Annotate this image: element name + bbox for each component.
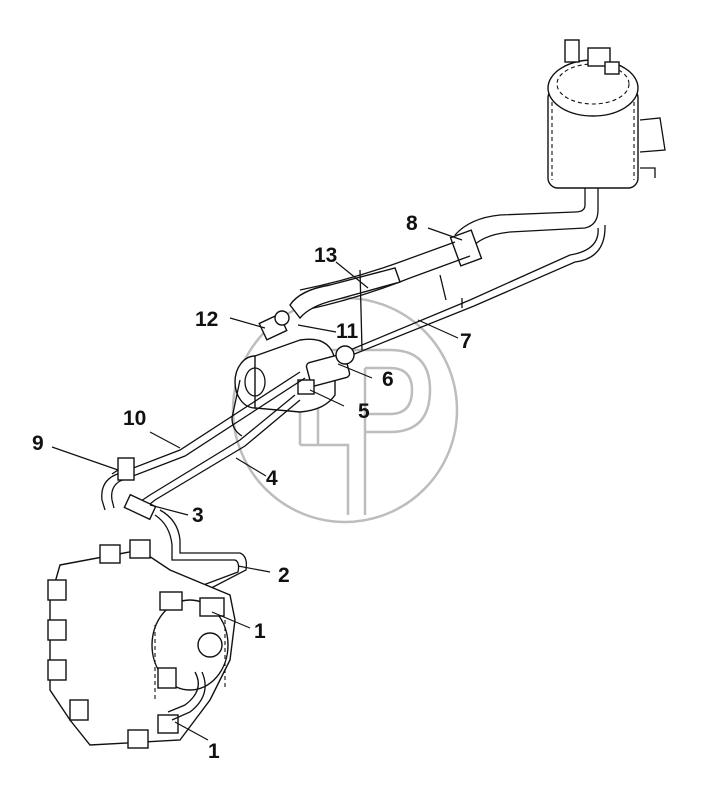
- callout-9: 9: [32, 432, 44, 455]
- callout-3: 3: [192, 504, 204, 527]
- callout-13: 13: [314, 244, 337, 267]
- callout-1-lower: 1: [208, 740, 220, 763]
- line-7: [349, 224, 606, 356]
- fitting-3: [123, 493, 157, 521]
- line-2: [154, 509, 248, 599]
- oil-reservoir-tank: [547, 39, 666, 189]
- fitting-12: [258, 310, 290, 341]
- callout-10: 10: [123, 407, 146, 430]
- callout-5: 5: [358, 400, 370, 423]
- callout-4: 4: [266, 467, 278, 490]
- callout-2: 2: [278, 564, 290, 587]
- leader-lines: [51, 227, 463, 741]
- callout-12: 12: [195, 308, 218, 331]
- steering-gear-box: [47, 539, 236, 749]
- callout-8: 8: [406, 212, 418, 235]
- callout-6: 6: [382, 368, 394, 391]
- callout-7: 7: [460, 330, 472, 353]
- hose-13: [289, 267, 401, 351]
- line-10: [101, 371, 306, 511]
- callout-11: 11: [336, 320, 359, 343]
- callout-1-upper: 1: [254, 620, 266, 643]
- clamp-9: [111, 457, 135, 481]
- callout-labels: 8 13 12 11 7 6 5 10 9 4 3 2 1 1: [32, 212, 472, 763]
